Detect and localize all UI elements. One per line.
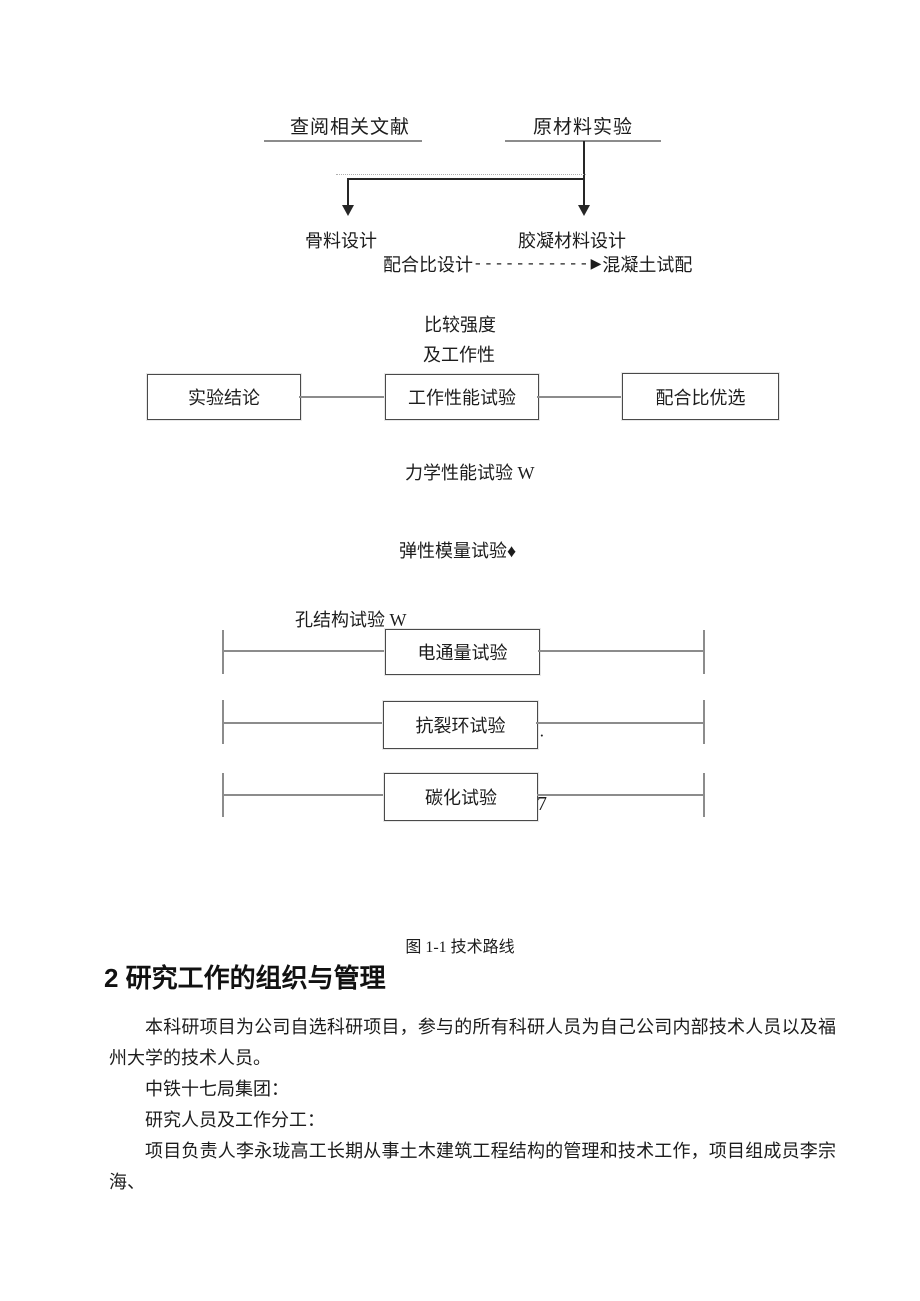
connector-line-1: [299, 396, 385, 398]
dashed-arrow-shaft: -----------: [473, 255, 590, 273]
figure-caption: 图 1-1 技术路线: [405, 939, 515, 956]
row-line-right: [538, 650, 703, 652]
literature-review-label: 查阅相关文献: [290, 117, 411, 138]
box-crack-ring-test: 抗裂环试验: [383, 701, 538, 749]
mix-design-label: 配合比设计: [383, 255, 473, 275]
tick-left: [222, 630, 224, 674]
connector-line-2: [537, 396, 622, 398]
row-line-right: [536, 722, 703, 724]
paragraph: 研究人员及工作分工：: [145, 1110, 325, 1130]
vertical-line-left: [347, 178, 349, 206]
horizontal-branch-line: [347, 178, 585, 180]
paragraph: 项目负责人李永珑高工长期从事土木建筑工程结构的管理和技术工作，项目组成员李宗海、: [109, 1141, 836, 1192]
arrowhead-down-left-icon: [342, 205, 354, 216]
row-line-left: [223, 794, 384, 796]
body-text: 本科研项目为公司自选科研项目，参与的所有科研人员为自己公司内部技术人员以及福州大…: [109, 1012, 836, 1198]
stray-seven: 7: [537, 793, 547, 815]
row-line-left: [223, 722, 383, 724]
stray-dot: ·: [539, 726, 545, 745]
raw-material-label: 原材料实验: [533, 117, 634, 138]
box-workability-test: 工作性能试验: [385, 374, 539, 420]
compare-strength-label: 比较强度: [424, 315, 496, 335]
arrow-right-icon: ▶: [590, 256, 602, 272]
dotted-line: [336, 174, 586, 175]
row-line-right: [537, 794, 703, 796]
arrowhead-down-right-icon: [578, 205, 590, 216]
section-heading: 2 研究工作的组织与管理: [104, 963, 386, 993]
box-experiment-conclusion: 实验结论: [147, 374, 301, 420]
mix-design-arrow-line: 配合比设计 ----------- ▶ 混凝土试配: [383, 251, 692, 277]
mechanical-test-label: 力学性能试验 W: [405, 463, 535, 483]
paragraph: 本科研项目为公司自选科研项目，参与的所有科研人员为自己公司内部技术人员以及福州大…: [109, 1017, 836, 1068]
vertical-line-right: [583, 141, 585, 206]
box-mix-optimization: 配合比优选: [622, 373, 779, 420]
tick-right: [703, 700, 705, 744]
workability-label: 及工作性: [423, 345, 495, 365]
tick-right: [703, 630, 705, 674]
binder-design-label: 胶凝材料设计: [518, 231, 626, 251]
tick-right: [703, 773, 705, 817]
trial-mix-label: 混凝土试配: [602, 255, 693, 275]
box-carbonation-test: 碳化试验: [384, 773, 538, 821]
literature-underline: [264, 140, 422, 142]
pore-structure-label: 孔结构试验 W: [295, 610, 407, 630]
paragraph: 中铁十七局集团：: [145, 1079, 289, 1099]
elastic-modulus-label: 弹性模量试验♦: [399, 541, 517, 561]
aggregate-design-label: 骨料设计: [305, 231, 377, 251]
row-line-left: [223, 650, 385, 652]
box-electric-flux-test: 电通量试验: [385, 629, 540, 675]
